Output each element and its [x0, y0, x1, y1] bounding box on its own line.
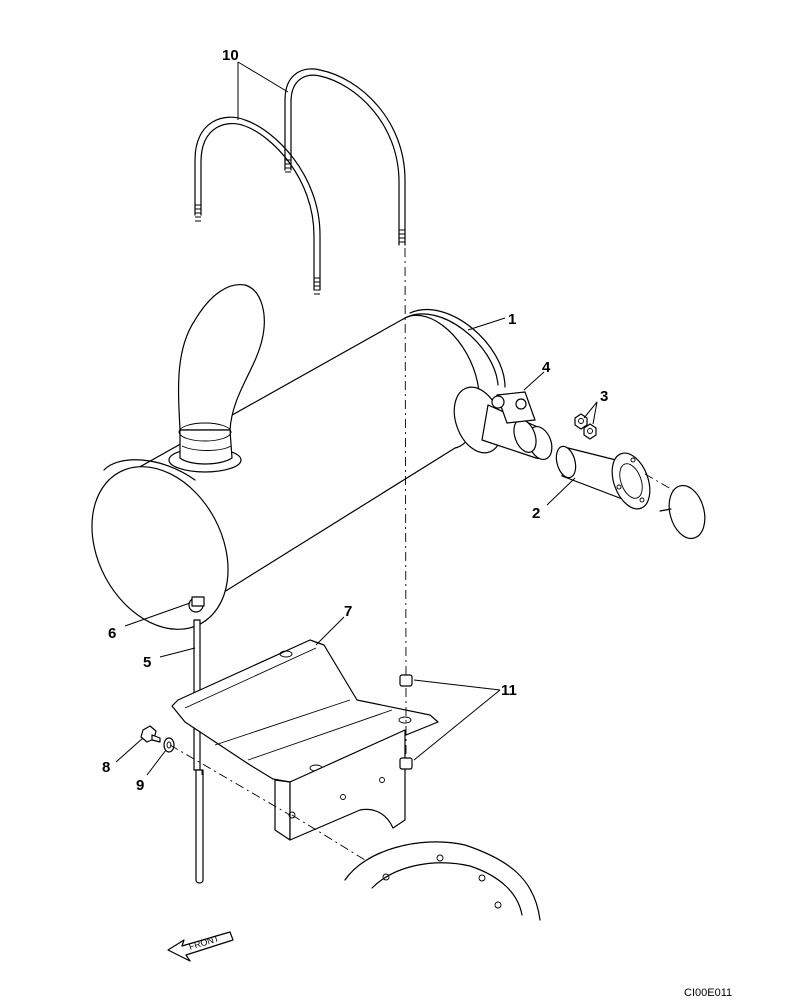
- callout-9: 9: [136, 777, 144, 794]
- leader-lines: [115, 61, 598, 776]
- mounting-ring: [344, 841, 541, 921]
- callout-5: 5: [143, 654, 151, 671]
- u-bolt-front: [194, 116, 321, 295]
- callout-11: 11: [501, 682, 517, 699]
- outlet-pipe-clamp: [453, 386, 553, 461]
- nut-11-upper: [399, 674, 413, 687]
- bracket: [171, 639, 439, 841]
- u-bolt-rear: [284, 68, 406, 246]
- nuts: [574, 413, 597, 440]
- callout-10: 10: [222, 47, 239, 64]
- washer: [163, 737, 175, 753]
- silencer-body: [91, 283, 506, 630]
- front-arrow: FRONT: [167, 931, 234, 962]
- drawing-code: CI00E011: [684, 987, 732, 999]
- bolt: [140, 725, 161, 743]
- nut-11-lower: [399, 757, 413, 770]
- end-cap: [644, 473, 706, 540]
- callout-7: 7: [344, 603, 352, 620]
- callout-2: 2: [532, 505, 540, 522]
- alignment-lines: [169, 247, 407, 861]
- callout-4: 4: [542, 359, 551, 376]
- callout-1: 1: [508, 311, 516, 328]
- drain-pipe: [193, 619, 204, 884]
- callout-6: 6: [108, 625, 116, 642]
- callout-3: 3: [600, 388, 608, 405]
- tail-pipe: [555, 445, 651, 510]
- callout-8: 8: [102, 759, 110, 776]
